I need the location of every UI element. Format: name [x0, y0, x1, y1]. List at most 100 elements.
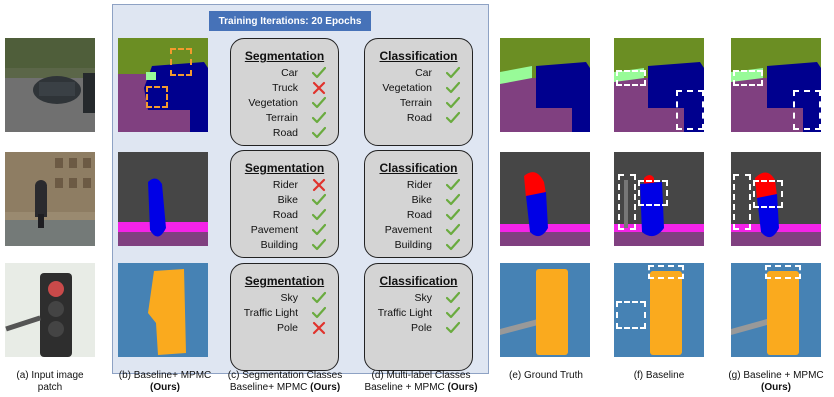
class-label: Road	[406, 112, 432, 124]
check-icon	[445, 111, 461, 125]
class-label: Vegetation	[382, 82, 432, 94]
class-item: Pole	[231, 321, 338, 337]
check-icon	[445, 81, 461, 95]
class-label: Terrain	[265, 112, 298, 124]
class-label: Truck	[272, 82, 298, 94]
classification-header: Classification	[379, 49, 458, 63]
seg-f-row2	[614, 152, 704, 246]
check-icon	[311, 111, 327, 125]
seg-g-row3	[731, 263, 821, 357]
class-item: Terrain	[231, 111, 338, 127]
check-icon	[445, 238, 461, 252]
class-label: Building	[260, 239, 298, 251]
check-icon	[445, 306, 461, 320]
class-label: Car	[415, 67, 432, 79]
class-item: Vegetation	[231, 96, 338, 112]
class-label: Pavement	[384, 224, 432, 236]
check-icon	[311, 66, 327, 80]
segmentation-header: Segmentation	[244, 49, 325, 63]
class-item: Pavement	[231, 223, 338, 239]
check-icon	[445, 178, 461, 192]
class-label: Pole	[276, 322, 298, 334]
caption-g: (g) Baseline + MPMC(Ours)	[728, 370, 824, 393]
class-item: Road	[365, 111, 472, 127]
class-item: Road	[365, 208, 472, 224]
class-label: Road	[406, 209, 432, 221]
class-item: Vegetation	[365, 81, 472, 97]
class-label: Terrain	[399, 97, 432, 109]
check-icon	[311, 306, 327, 320]
class-label: Road	[272, 209, 298, 221]
class-label: Bike	[277, 194, 298, 206]
check-icon	[311, 208, 327, 222]
input-image-rider	[5, 152, 95, 246]
class-item: Rider	[231, 178, 338, 194]
class-label: Rider	[272, 179, 298, 191]
class-label: Vegetation	[248, 97, 298, 109]
class-label: Traffic Light	[377, 307, 432, 319]
seg-b-row2	[118, 152, 208, 246]
class-item: Road	[231, 208, 338, 224]
class-item: Bike	[365, 193, 472, 209]
class-item: Pole	[365, 321, 472, 337]
classification-header: Classification	[379, 274, 458, 288]
check-icon	[445, 223, 461, 237]
check-icon	[445, 96, 461, 110]
class-item: Sky	[231, 291, 338, 307]
check-icon	[311, 126, 327, 140]
cross-icon	[312, 81, 326, 95]
class-item: Truck	[231, 81, 338, 97]
seg-e-row1	[500, 38, 590, 132]
check-icon	[311, 223, 327, 237]
class-item: Pavement	[365, 223, 472, 239]
classification-header: Classification	[379, 161, 458, 175]
class-label: Bike	[411, 194, 432, 206]
seg-f-row3	[614, 263, 704, 357]
class-label: Rider	[406, 179, 432, 191]
class-label: Pavement	[250, 224, 298, 236]
seg-f-row1	[614, 38, 704, 132]
class-item: Terrain	[365, 96, 472, 112]
seg-e-row3	[500, 263, 590, 357]
check-icon	[445, 321, 461, 335]
class-item: Traffic Light	[231, 306, 338, 322]
seg-e-row2	[500, 152, 590, 246]
check-icon	[445, 208, 461, 222]
cross-icon	[312, 178, 326, 192]
training-iterations-banner: Training Iterations: 20 Epochs	[209, 11, 371, 31]
class-label: Pole	[410, 322, 432, 334]
check-icon	[311, 238, 327, 252]
input-image-car	[5, 38, 95, 132]
class-label: Building	[394, 239, 432, 251]
input-image-traffic-light	[5, 263, 95, 357]
seg-b-row1	[118, 38, 208, 132]
check-icon	[445, 291, 461, 305]
check-icon	[445, 66, 461, 80]
class-label: Traffic Light	[243, 307, 298, 319]
segmentation-header: Segmentation	[244, 274, 325, 288]
check-icon	[311, 96, 327, 110]
seg-b-row3	[118, 263, 208, 357]
class-label: Car	[281, 67, 298, 79]
class-label: Sky	[414, 292, 432, 304]
cross-icon	[312, 321, 326, 335]
class-item: Traffic Light	[365, 306, 472, 322]
class-item: Building	[365, 238, 472, 254]
class-item: Rider	[365, 178, 472, 194]
class-item: Building	[231, 238, 338, 254]
seg-g-row2	[731, 152, 821, 246]
class-label: Road	[272, 127, 298, 139]
class-item: Car	[231, 66, 338, 82]
class-item: Bike	[231, 193, 338, 209]
class-item: Sky	[365, 291, 472, 307]
caption-f: (f) Baseline	[633, 370, 685, 381]
